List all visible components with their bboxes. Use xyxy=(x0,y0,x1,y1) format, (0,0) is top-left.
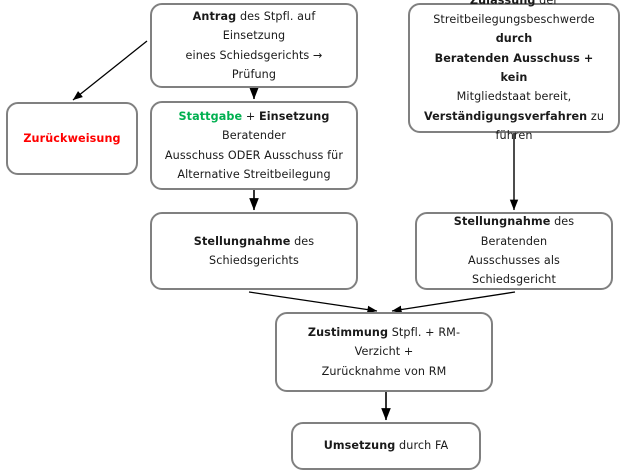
node-stellungnahme-ausschuss-keyword: Stellungnahme xyxy=(453,215,551,229)
node-zulassung[interactable]: Zulassung der Streitbeilegungsbeschwerde… xyxy=(408,0,620,142)
node-antrag-text: Antrag des Stpfl. auf Einsetzung eines S… xyxy=(152,7,356,84)
node-zurueckweisung[interactable]: Zurückweisung xyxy=(6,102,138,175)
node-zustimmung-line2: Zurücknahme von RM xyxy=(321,364,447,378)
node-stattgabe-line3: Alternative Streitbeilegung xyxy=(177,167,331,181)
node-stattgabe[interactable]: Stattgabe + Einsetzung Beratender Aussch… xyxy=(150,101,358,190)
node-zulassung-line4: Mitgliedstaat bereit, xyxy=(456,90,572,104)
node-antrag[interactable]: Antrag des Stpfl. auf Einsetzung eines S… xyxy=(150,3,358,88)
node-zulassung-text: Zulassung der Streitbeilegungsbeschwerde… xyxy=(410,0,618,145)
node-umsetzung-rest: durch FA xyxy=(395,439,449,453)
node-zustimmung[interactable]: Zustimmung Stpfl. + RM-Verzicht + Zurück… xyxy=(275,312,493,392)
node-zustimmung-text: Zustimmung Stpfl. + RM-Verzicht + Zurück… xyxy=(277,323,491,381)
node-antrag-line2: eines Schiedsgerichts → Prüfung xyxy=(185,48,323,81)
node-zulassung-line2-bold: durch xyxy=(495,32,533,46)
node-stellungnahme-schiedsgericht[interactable]: Stellungnahme des Schiedsgerichts xyxy=(150,212,358,290)
node-zulassung-keyword: Zulassung xyxy=(469,0,536,7)
node-stattgabe-keyword-bold: Einsetzung xyxy=(259,109,330,123)
node-stellungnahme-ausschuss[interactable]: Stellungnahme des Beratenden Ausschusses… xyxy=(415,212,613,290)
node-umsetzung-keyword: Umsetzung xyxy=(323,439,396,453)
node-zulassung-line6: führen xyxy=(495,128,533,142)
edge-stellungnahme-ausschuss-to-zustimmung xyxy=(391,291,516,314)
node-stattgabe-line1-rest: Beratender xyxy=(222,129,286,143)
node-zulassung-line5-bold: Verständigungsverfahren xyxy=(423,109,588,123)
node-stellungnahme-ausschuss-line2: Ausschusses als Schiedsgericht xyxy=(468,254,560,287)
node-stattgabe-keyword-green: Stattgabe xyxy=(178,109,243,123)
node-stellungnahme-schiedsgericht-rest: des Schiedsgerichts xyxy=(209,234,315,267)
node-zulassung-line3-bold: Beratenden Ausschuss + kein xyxy=(434,51,594,84)
node-zulassung-line2-rest: Streitbeilegungsbeschwerde xyxy=(433,13,595,27)
node-antrag-line1-rest: des Stpfl. auf Einsetzung xyxy=(222,9,316,43)
node-stattgabe-plus: + xyxy=(242,109,259,123)
node-antrag-keyword: Antrag xyxy=(192,9,237,23)
node-umsetzung-text: Umsetzung durch FA xyxy=(314,436,459,455)
edge-antrag-to-zurueckweisung xyxy=(72,40,148,101)
node-zustimmung-line1-rest: Stpfl. + RM-Verzicht + xyxy=(354,326,461,359)
node-umsetzung[interactable]: Umsetzung durch FA xyxy=(291,422,481,470)
node-stattgabe-text: Stattgabe + Einsetzung Beratender Aussch… xyxy=(152,107,356,184)
node-zulassung-line5-rest: zu xyxy=(587,109,605,123)
node-stellungnahme-ausschuss-text: Stellungnahme des Beratenden Ausschusses… xyxy=(417,212,611,289)
node-zulassung-line1-rest: der xyxy=(535,0,559,7)
node-zurueckweisung-label: Zurückweisung xyxy=(23,131,121,145)
node-stattgabe-line2: Ausschuss ODER Ausschuss für xyxy=(164,148,344,162)
node-zurueckweisung-text: Zurückweisung xyxy=(13,129,130,148)
node-stellungnahme-schiedsgericht-keyword: Stellungnahme xyxy=(193,234,291,248)
node-stellungnahme-ausschuss-line1-rest: des Beratenden xyxy=(480,215,575,248)
node-stellungnahme-schiedsgericht-text: Stellungnahme des Schiedsgerichts xyxy=(152,232,356,271)
node-zustimmung-keyword: Zustimmung xyxy=(307,326,389,340)
edge-stellungnahme-schiedsgericht-to-zustimmung xyxy=(248,291,378,314)
